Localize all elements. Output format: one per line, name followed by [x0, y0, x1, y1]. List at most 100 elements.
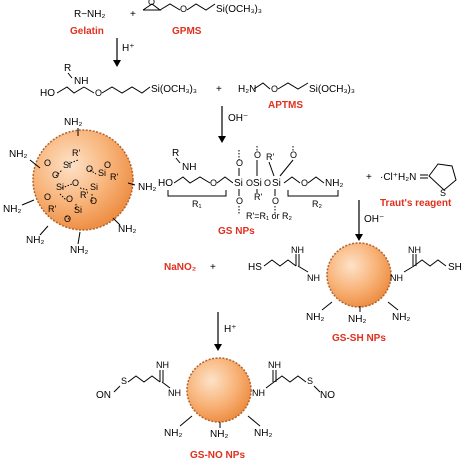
gs-bond-r-nh	[175, 157, 181, 164]
gs-no-nh2-bottom: NH₂	[210, 429, 228, 440]
gs-r1-bracket	[167, 190, 227, 197]
network-r-prime-1: R'	[72, 148, 80, 158]
gs-r1: R₁	[192, 199, 202, 209]
gs-sh-right-link	[403, 265, 415, 273]
gs-r-definition: R'=R₁ or R₂	[246, 211, 293, 221]
gelatin-formula: R−NH₂	[74, 9, 106, 20]
aptms-oxygen: O	[271, 84, 278, 94]
gs-sh-label: GS-SH NPs	[332, 333, 386, 344]
network-r-prime-3: R'	[80, 190, 88, 200]
gs-top-bonds	[238, 159, 294, 177]
network-o-8: O	[90, 196, 97, 206]
traut-imine	[420, 174, 428, 179]
gs-o-top-2: O	[254, 150, 261, 160]
gs-sh-nanoparticle: HS NH NH NH NH SH NH₂ NH₂ NH₂	[248, 242, 462, 325]
gs-nps-label: GS NPs	[218, 226, 255, 237]
traut-ring	[428, 163, 457, 191]
network-si-4: Si	[90, 182, 98, 192]
epoxide-oxygen: O	[148, 0, 155, 7]
plus-sign-2: +	[216, 84, 222, 95]
gs-backbone-3	[283, 176, 301, 184]
nano2-label: NaNO₂	[164, 262, 196, 273]
intermediate-ether-o: O	[95, 88, 102, 98]
aptms-amine: H₂N	[238, 84, 256, 95]
gelatin-label: Gelatin	[70, 26, 104, 37]
gs-r: R	[172, 148, 179, 159]
gs-o-top-3: O	[290, 150, 297, 160]
gs-sh-right-nh-amide: NH	[390, 273, 403, 283]
trauts-reagent: + ·Cl⁺H₂N S	[366, 163, 457, 198]
particle-nh2-topleft: NH₂	[9, 149, 27, 160]
gelatin-molecule: R−NH₂	[74, 9, 106, 20]
gs-sh-nh2-bottom: NH₂	[348, 314, 366, 325]
intermediate-ho: HO	[40, 88, 55, 99]
gs-no-label: GS-NO NPs	[190, 450, 245, 461]
aptms-chain	[277, 82, 309, 90]
gs-bottom-bonds	[238, 189, 276, 196]
aptms-molecule: H₂N O Si(OCH₃)₃	[238, 82, 355, 95]
gs-sh-right-nh: NH	[408, 245, 421, 255]
gs-o-bottom-2: O	[272, 196, 279, 206]
gs-no-left-chain	[127, 375, 161, 383]
gs-r2: R₂	[312, 199, 322, 209]
gs-sh-sh: SH	[448, 262, 462, 273]
aptms-bond-1	[253, 82, 271, 90]
gs-o-1: O	[246, 178, 253, 188]
gs-no-left-nh-amide: NH	[168, 388, 181, 398]
network-o-5: O	[72, 178, 79, 188]
step2-condition: OH⁻	[228, 113, 248, 124]
network-r-prime-2: R'	[110, 172, 118, 182]
plus-sign-1: +	[130, 9, 136, 20]
network-o-7: O	[66, 194, 73, 204]
gs-sh-left-chain	[263, 259, 297, 267]
step4-condition: H⁺	[224, 324, 237, 335]
gs-sh-left-imine	[295, 254, 300, 266]
step1-condition: H⁺	[122, 43, 135, 54]
gs-no-no: NO	[320, 390, 335, 401]
intermediate-bond	[83, 86, 95, 94]
gpms-chain-2	[186, 3, 216, 11]
particle-nh2-top: NH₂	[64, 117, 82, 128]
gs-no-left-imine	[159, 370, 164, 382]
network-bonds	[55, 159, 97, 221]
gs-no-right-s: S	[307, 376, 313, 386]
gs-no-right-chain	[273, 375, 307, 383]
aptms-silane: Si(OCH₃)₃	[309, 84, 355, 95]
bond-r-nh	[67, 72, 73, 79]
gs-no-right-nh: NH	[268, 360, 281, 370]
gs-backbone-1	[173, 176, 211, 184]
gs-sh-left-link	[297, 265, 309, 273]
gpms-silane: Si(OCH₃)₃	[216, 4, 262, 15]
gs-terminal-nh2: NH₂	[325, 178, 343, 189]
step3-condition: OH⁻	[364, 214, 384, 225]
network-si-2: Si	[98, 168, 106, 178]
gpms-molecule: O O Si(OCH₃)₃	[142, 0, 262, 15]
gpms-ether-oxygen: O	[180, 4, 187, 14]
network-r-prime-4: R'	[48, 204, 56, 214]
network-o-9: O	[64, 214, 71, 224]
gs-no-nh2-tethers	[179, 415, 261, 428]
gs-si-1: Si	[234, 178, 243, 189]
gs-no-nanoparticle: ON S NH NH NH NH S NO NH₂ NH₂ NH₂	[96, 357, 335, 440]
particle-tethers	[21, 128, 136, 245]
intermediate-chain	[101, 86, 151, 94]
gs-sh-left-nh-amide: NH	[307, 273, 320, 283]
gs-ether-o: O	[210, 178, 217, 188]
intermediate-silane: Si(OCH₃)₃	[151, 84, 197, 95]
gs-si-3: Si	[272, 178, 281, 189]
particle-nh2-bottomright: NH₂	[118, 224, 136, 235]
gs-no-right-imine	[272, 370, 277, 382]
gpms-label: GPMS	[172, 26, 202, 37]
particle-nh2-right: NH₂	[138, 182, 156, 193]
gs-r-prime-bottom: R'	[254, 192, 262, 202]
gs-no-sphere	[186, 357, 252, 423]
gs-backbone-4	[307, 176, 325, 184]
gs-r-prime-top: R'	[266, 152, 274, 162]
network-si-3: Si	[56, 182, 64, 192]
intermediate-r: R	[64, 63, 71, 74]
particle-nh2-left: NH₂	[3, 204, 21, 215]
gs-sh-left-nh: NH	[291, 245, 304, 255]
network-o-6: O	[44, 192, 51, 202]
gs-r2-bracket	[287, 190, 339, 197]
